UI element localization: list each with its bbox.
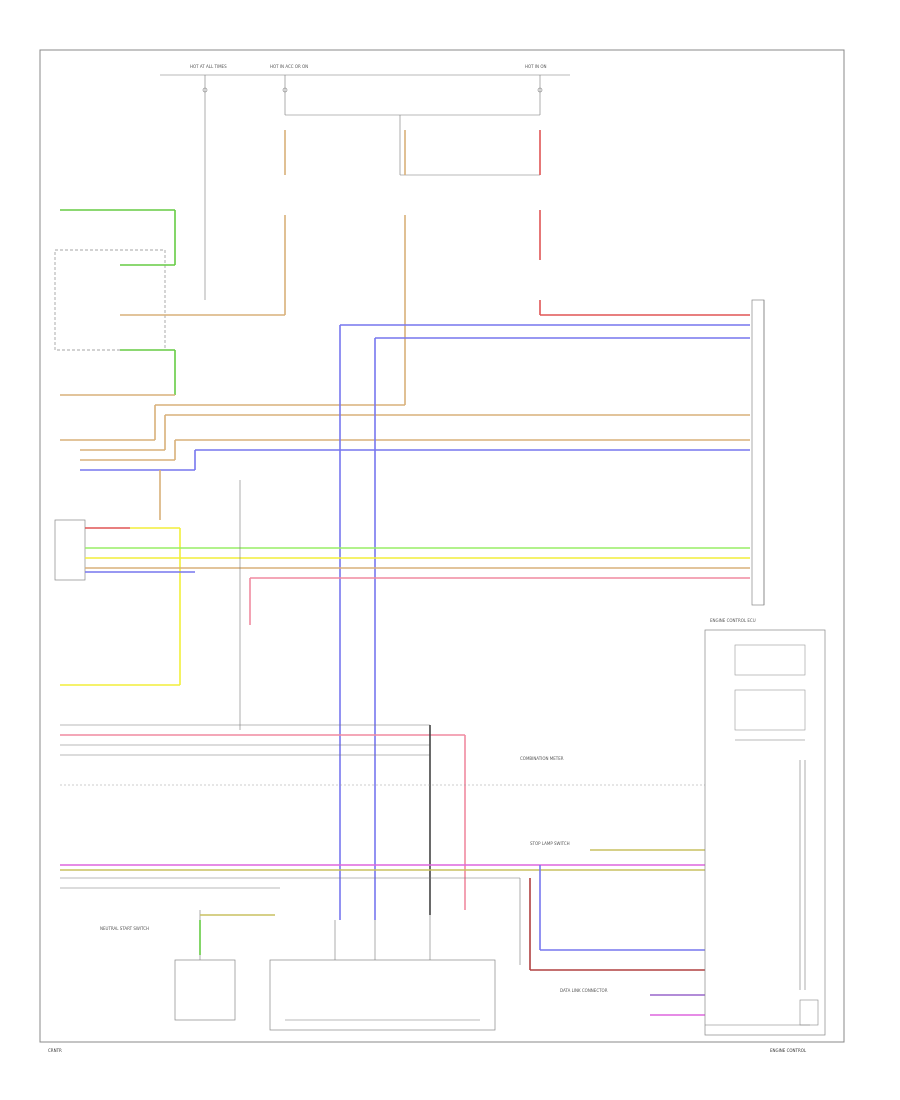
label-top-c: HOT IN ON [525,64,546,69]
label-stop-lamp: STOP LAMP SWITCH [530,841,570,846]
bus-wires [60,300,750,920]
lower-section [60,480,705,1016]
label-top-b: HOT IN ACC OR ON [270,64,308,69]
label-neutral-switch: NEUTRAL START SWITCH [100,926,149,931]
label-top-a: HOT AT ALL TIMES [190,64,227,69]
label-ecu-title: ENGINE CONTROL ECU [710,618,756,623]
ecu-connector [751,299,765,606]
footer-right: ENGINE CONTROL [770,1048,807,1053]
bottom-components [174,910,496,1031]
power-feed-lines [160,74,570,300]
footer-left: CRNTR [48,1048,62,1053]
label-combination-meter: COMBINATION METER [520,756,564,761]
relay-coils [284,130,541,300]
switch-block-left [54,209,286,395]
engine-control-ecu-box [704,629,826,1036]
diagram-frame [39,49,845,1043]
label-data-link: DATA LINK CONNECTOR [560,988,608,993]
mid-connector [54,470,750,686]
